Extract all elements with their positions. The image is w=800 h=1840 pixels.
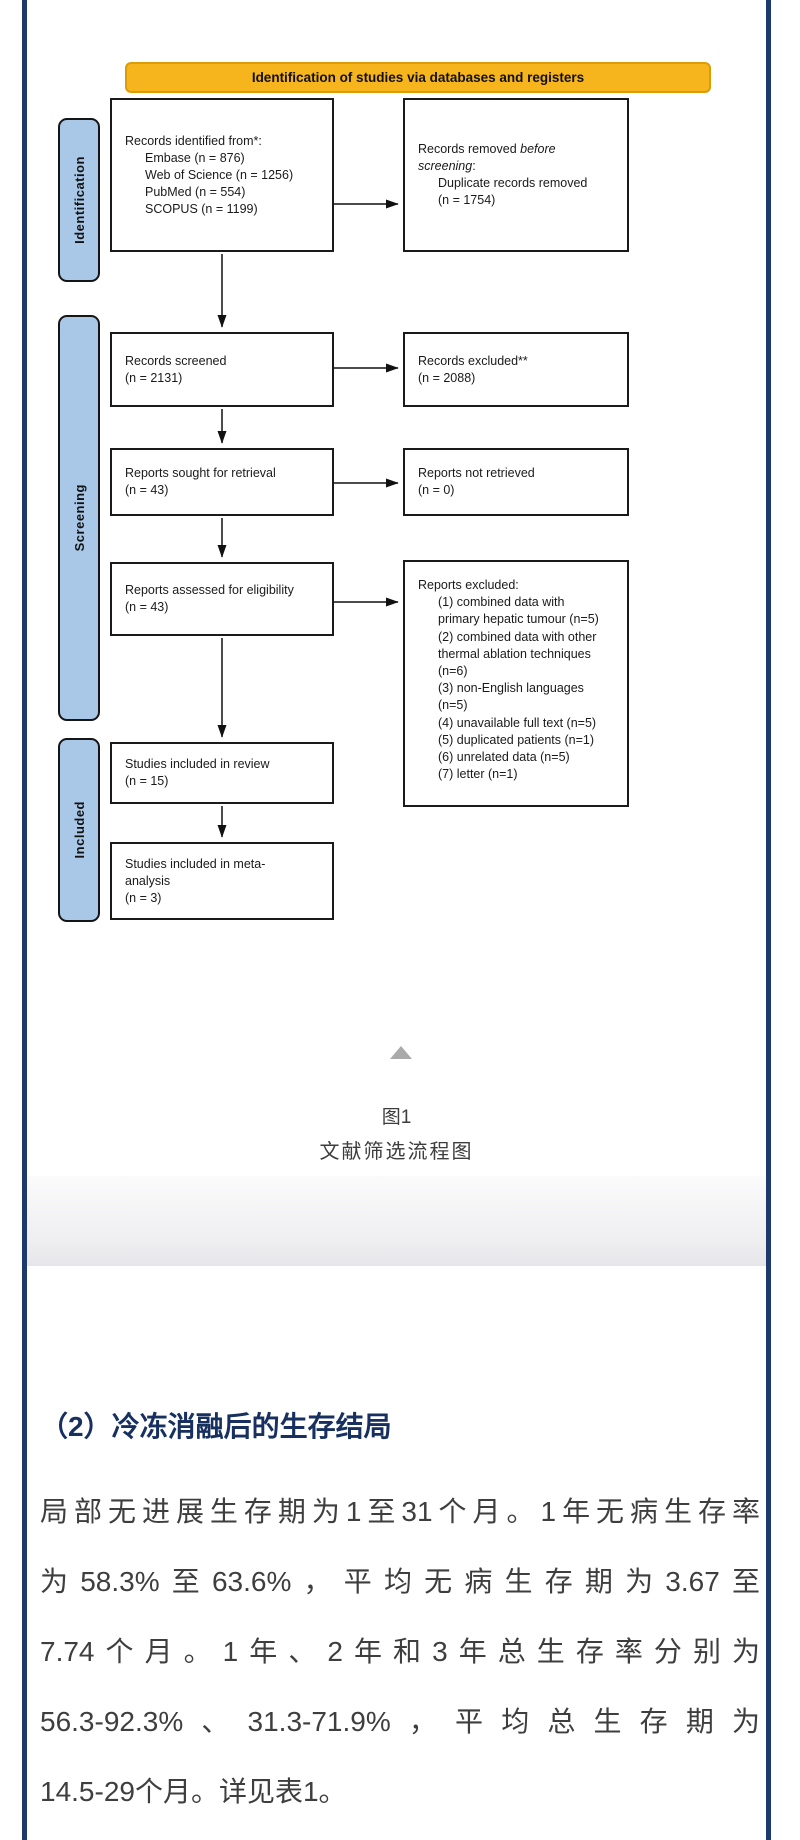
paragraph-line: 14.5-29个月。详见表1。 — [40, 1776, 347, 1807]
records-removed-text: : — [472, 159, 476, 173]
box-records-excluded: Records excluded** (n = 2088) — [403, 332, 629, 407]
box-studies-included-meta: Studies included in meta- analysis (n = … — [110, 842, 334, 920]
records-identified-title: Records identified from*: — [125, 133, 262, 148]
paragraph-line: 局部无进展生存期为1至31个月。1年无病生存率 — [40, 1496, 760, 1527]
exclusion-reason-line: (2) combined data with other — [438, 629, 597, 644]
box-studies-included-review: Studies included in review (n = 15) — [110, 742, 334, 804]
figure-caption-label: 图1 — [381, 1107, 412, 1128]
reports-sought-line1: Reports sought for retrieval — [125, 466, 276, 480]
section-heading: （2）冷冻消融后的生存结局 — [40, 1411, 392, 1442]
article-paragraph: 局部无进展生存期为1至31个月。1年无病生存率 为58.3%至63.6%，平均无… — [40, 1477, 760, 1827]
reports-assessed-line1: Reports assessed for eligibility — [125, 583, 294, 597]
reports-excluded-title: Reports excluded: — [418, 578, 519, 592]
studies-review-line2: (n = 15) — [125, 774, 169, 788]
records-excluded-line2: (n = 2088) — [418, 370, 476, 385]
collapse-figure-arrow-icon[interactable] — [390, 1046, 412, 1059]
stage-bar-screening: Screening — [58, 315, 100, 721]
stage-bar-identification: Identification — [58, 118, 100, 282]
paragraph-line: 7.74个月。1年、2年和3年总生存率分别为 — [40, 1636, 760, 1667]
exclusion-reason-line: (n=5) — [438, 698, 468, 713]
page-frame — [22, 0, 771, 1840]
paragraph-line: 为58.3%至63.6%，平均无病生存期为3.67至 — [40, 1566, 760, 1597]
reports-assessed-line2: (n = 43) — [125, 600, 169, 614]
exclusion-reason-line: (6) unrelated data (n=5) — [438, 750, 570, 765]
flow-arrows — [217, 199, 399, 838]
exclusion-reason-line: thermal ablation techniques — [438, 646, 591, 661]
figure-caption-title: 文献筛选流程图 — [319, 1141, 474, 1163]
records-screened-line2: (n = 2131) — [125, 370, 183, 385]
exclusion-reason-line: (3) non-English languages — [438, 681, 584, 696]
exclusion-reason-line: (n=6) — [438, 664, 468, 679]
box-records-identified: Records identified from*: Embase (n = 87… — [110, 98, 334, 252]
exclusion-reason-line: primary hepatic tumour (n=5) — [438, 612, 599, 627]
records-removed-line: screening: — [418, 158, 619, 175]
studies-meta-line1: Studies included in meta- — [125, 856, 266, 871]
records-identified-item: SCOPUS (n = 1199) — [145, 201, 258, 216]
reports-not-retrieved-line1: Reports not retrieved — [418, 466, 535, 480]
records-identified-item: Embase (n = 876) — [145, 150, 245, 165]
box-records-removed: Records removed before screening: Duplic… — [403, 98, 629, 252]
records-removed-italic: screening — [418, 159, 473, 173]
box-reports-sought: Reports sought for retrieval (n = 43) — [110, 448, 334, 516]
stage-bar-included: Included — [58, 738, 100, 922]
records-excluded-line1: Records excluded** — [418, 353, 528, 368]
studies-meta-line2: analysis — [125, 873, 171, 888]
studies-review-line1: Studies included in review — [125, 757, 270, 771]
exclusion-reason-line: (7) letter (n=1) — [438, 767, 518, 782]
records-removed-text: Records removed — [418, 142, 521, 156]
figure-footer-band — [27, 1176, 766, 1266]
records-removed-italic: before — [520, 142, 556, 156]
box-reports-assessed: Reports assessed for eligibility (n = 43… — [110, 562, 334, 636]
records-identified-item: Web of Science (n = 1256) — [145, 167, 294, 182]
records-identified-item: PubMed (n = 554) — [145, 184, 246, 199]
studies-meta-line3: (n = 3) — [125, 890, 162, 905]
box-reports-excluded-reasons: Reports excluded: (1) combined data with… — [403, 560, 629, 807]
exclusion-reason-line: (4) unavailable full text (n=5) — [438, 715, 597, 730]
records-removed-line: Records removed before — [418, 141, 619, 158]
flowchart-title-banner: Identification of studies via databases … — [125, 62, 711, 93]
flowchart-title: Identification of studies via databases … — [251, 70, 585, 85]
exclusion-reason-line: (5) duplicated patients (n=1) — [438, 732, 594, 747]
paragraph-line: 56.3-92.3%、31.3-71.9%，平均总生存期为 — [40, 1706, 760, 1737]
records-removed-detail: Duplicate records removed — [438, 176, 588, 190]
reports-not-retrieved-line2: (n = 0) — [418, 483, 455, 497]
box-records-screened: Records screened (n = 2131) — [110, 332, 334, 407]
reports-sought-line2: (n = 43) — [125, 483, 169, 497]
records-screened-line1: Records screened — [125, 353, 227, 368]
box-reports-not-retrieved: Reports not retrieved (n = 0) — [403, 448, 629, 516]
exclusion-reason-line: (1) combined data with — [438, 595, 565, 610]
records-removed-count: (n = 1754) — [438, 193, 496, 207]
